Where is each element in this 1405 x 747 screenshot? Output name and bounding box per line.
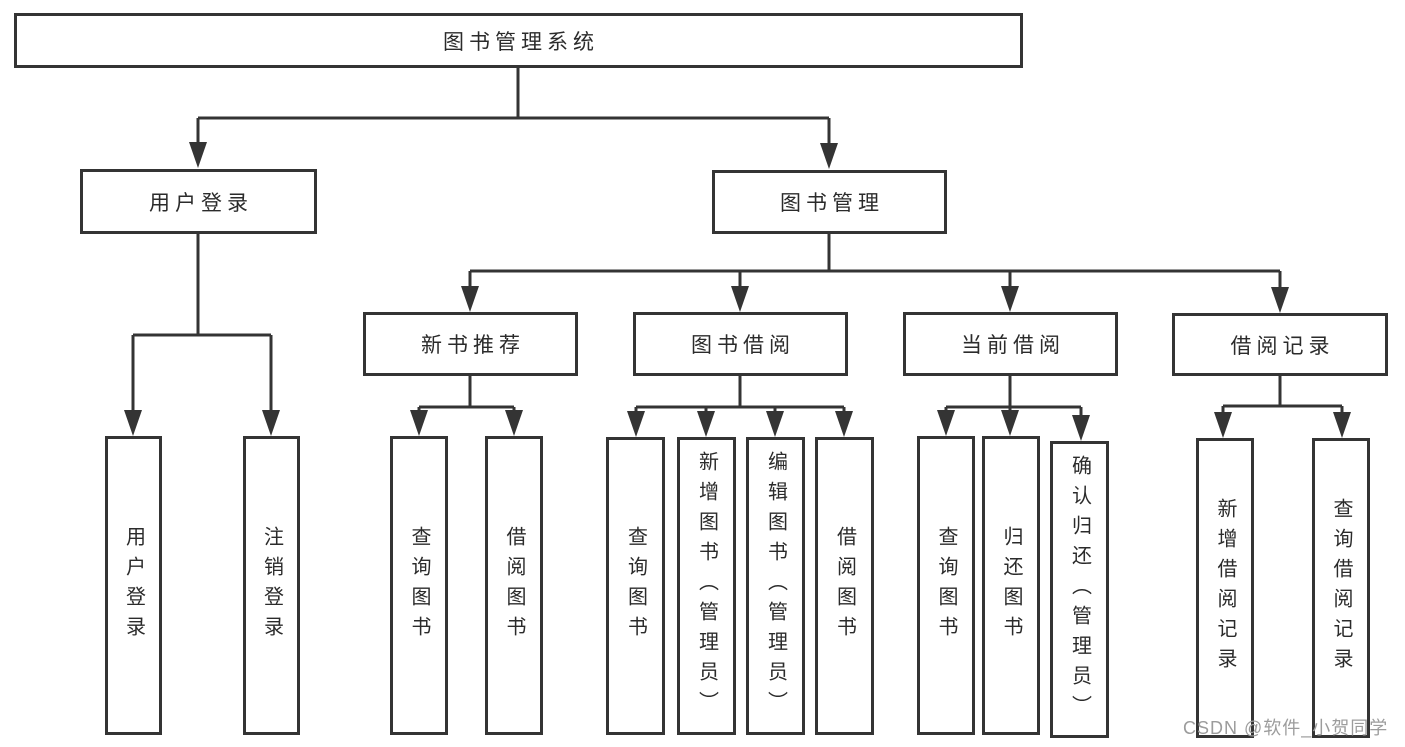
leaf-edit-books-admin-label: 编辑图书（管理员） [764, 451, 787, 721]
book-management-label: 图书管理 [780, 192, 884, 215]
leaf-query-books-1-label: 查询图书 [408, 525, 430, 646]
watermark: CSDN @软件_小贺同学 [1183, 718, 1389, 738]
tree-node-borrow-records: 借阅记录 [1172, 313, 1388, 376]
user-login-label: 用户登录 [149, 191, 253, 215]
leaf-return-books: 归还图书 [982, 436, 1040, 735]
leaf-logout: 注销登录 [243, 436, 300, 735]
leaf-edit-books-admin: 编辑图书（管理员） [746, 437, 805, 735]
root-label: 图书管理系统 [443, 30, 599, 54]
leaf-query-books-2-label: 查询图书 [624, 526, 647, 646]
current-borrow-label: 当前借阅 [961, 334, 1065, 357]
leaf-user-login: 用户登录 [105, 436, 162, 735]
new-book-recommend-label: 新书推荐 [421, 334, 525, 357]
leaf-confirm-return-admin-label: 确认归还（管理员） [1068, 454, 1091, 725]
leaf-query-books-3-label: 查询图书 [935, 525, 957, 646]
leaf-return-books-label: 归还图书 [1000, 525, 1022, 646]
leaf-confirm-return-admin: 确认归还（管理员） [1050, 441, 1109, 738]
leaf-query-borrow-record: 查询借阅记录 [1312, 438, 1370, 738]
leaf-query-books-2: 查询图书 [606, 437, 665, 735]
leaf-logout-label: 注销登录 [260, 525, 283, 646]
tree-node-new-book-recommend: 新书推荐 [363, 312, 578, 376]
tree-node-root: 图书管理系统 [14, 13, 1023, 68]
leaf-query-borrow-record-label: 查询借阅记录 [1330, 498, 1352, 678]
leaf-add-borrow-record: 新增借阅记录 [1196, 438, 1254, 738]
leaf-borrow-books-2: 借阅图书 [815, 437, 874, 735]
tree-node-user-login: 用户登录 [80, 169, 317, 234]
leaf-borrow-books-2-label: 借阅图书 [833, 526, 856, 646]
leaf-add-books-admin-label: 新增图书（管理员） [695, 451, 718, 721]
leaf-add-borrow-record-label: 新增借阅记录 [1214, 498, 1236, 678]
tree-node-book-borrow: 图书借阅 [633, 312, 848, 376]
tree-node-book-management: 图书管理 [712, 170, 947, 234]
tree-node-current-borrow: 当前借阅 [903, 312, 1118, 376]
leaf-borrow-books-1-label: 借阅图书 [503, 525, 525, 646]
leaf-query-books-3: 查询图书 [917, 436, 975, 735]
borrow-records-label: 借阅记录 [1230, 334, 1335, 358]
leaf-borrow-books-1: 借阅图书 [485, 436, 543, 735]
arrowheads [124, 142, 1351, 441]
leaf-user-login-label: 用户登录 [122, 525, 145, 646]
leaf-add-books-admin: 新增图书（管理员） [677, 437, 736, 735]
book-borrow-label: 图书借阅 [691, 334, 795, 357]
leaf-query-books-1: 查询图书 [390, 436, 448, 735]
